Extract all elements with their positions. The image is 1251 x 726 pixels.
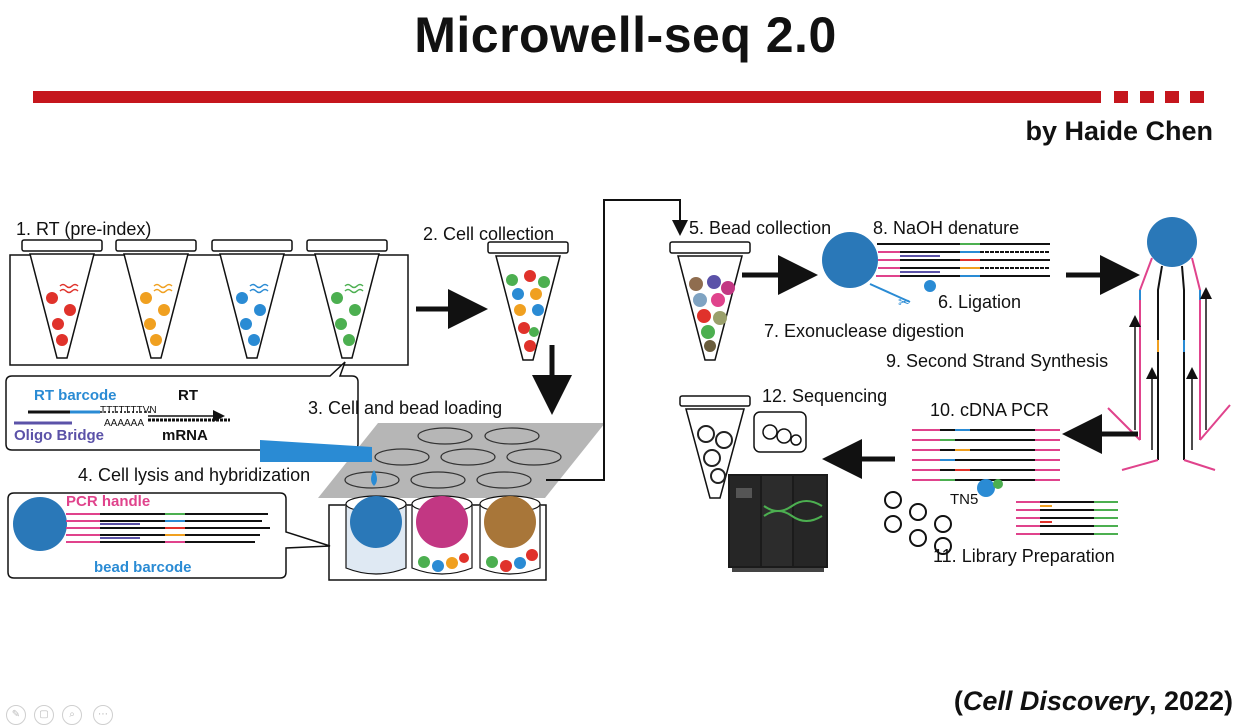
- step-9-label: 9. Second Strand Synthesis: [886, 351, 1108, 371]
- second-strands: [1107, 257, 1231, 471]
- step-5-label: 5. Bead collection: [689, 218, 831, 238]
- page-title: Microwell-seq 2.0: [414, 7, 837, 63]
- author-line: by Haide Chen: [1025, 116, 1213, 146]
- step-1-label: 1. RT (pre-index): [16, 219, 151, 239]
- citation: (Cell Discovery, 2022): [953, 686, 1233, 716]
- collected-bead: [822, 232, 878, 288]
- step-10-label: 10. cDNA PCR: [930, 400, 1049, 420]
- polyt-label: TTTTTTTVN: [100, 405, 157, 416]
- step-6-label: 6. Ligation: [938, 292, 1021, 312]
- pcr-products: [912, 429, 1060, 481]
- step-11-label: 11. Library Preparation: [933, 546, 1115, 566]
- rt-barcode-label: RT barcode: [34, 387, 117, 404]
- underline-dash: [1140, 91, 1154, 103]
- pencil-icon[interactable]: ✎: [6, 705, 26, 725]
- step-3-label: 3. Cell and bead loading: [308, 398, 502, 418]
- droplet: [371, 470, 377, 486]
- bead-oligos: [66, 513, 270, 543]
- step-12-label: 12. Sequencing: [762, 386, 887, 406]
- barcoded-bead: [13, 497, 67, 551]
- tn5-adapter-icon: [993, 479, 1003, 489]
- circular-products: [884, 491, 952, 555]
- step-2-label: 2. Cell collection: [423, 224, 554, 244]
- zoom-inset: [753, 411, 807, 453]
- title-underline-bar: [33, 91, 1101, 103]
- connector-to-step-5: [546, 199, 688, 481]
- bead-collection-tube: [669, 241, 751, 361]
- tn5-label: TN5: [950, 491, 978, 508]
- microwell-grid: [344, 427, 562, 489]
- oligo-bridge-label: Oligo Bridge: [14, 427, 104, 444]
- synthesis-bead: [1147, 217, 1197, 267]
- zoom-icon[interactable]: ⌕: [62, 705, 82, 725]
- underline-dash: [1165, 91, 1179, 103]
- rt-tubes: [21, 239, 388, 359]
- journal-name: Cell Discovery: [962, 686, 1149, 716]
- sequencer-machine: [728, 474, 828, 572]
- pipette-tip: [260, 440, 372, 462]
- rt-tube-rack: [9, 254, 409, 366]
- step-8-label: 8. NaOH denature: [873, 218, 1019, 238]
- ligase-icon: [924, 280, 936, 292]
- sequencing-tube: [679, 395, 751, 499]
- bead-barcode-label: bead barcode: [94, 559, 192, 576]
- microwell-chip: [318, 423, 605, 498]
- step-4-label: 4. Cell lysis and hybridization: [78, 465, 310, 485]
- step-7-label: 7. Exonuclease digestion: [764, 321, 964, 341]
- extension-arrows: [1129, 287, 1212, 450]
- underline-dash: [1114, 91, 1128, 103]
- denature-strands: [869, 243, 1050, 303]
- rt-label: RT: [178, 387, 198, 404]
- wells: [345, 495, 541, 575]
- pcr-handle-label: PCR handle: [66, 493, 150, 510]
- underline-dash: [1190, 91, 1204, 103]
- collection-tube: [487, 241, 569, 361]
- polya-label: AAAAAA: [104, 418, 144, 429]
- scissors-icon: ✂: [898, 295, 910, 311]
- mrna-label: mRNA: [162, 427, 208, 444]
- more-icon[interactable]: ⋯: [93, 705, 113, 725]
- tn5-enzyme-icon: [977, 479, 995, 497]
- library-fragments: [1016, 501, 1118, 535]
- copy-icon[interactable]: ▢: [34, 705, 54, 725]
